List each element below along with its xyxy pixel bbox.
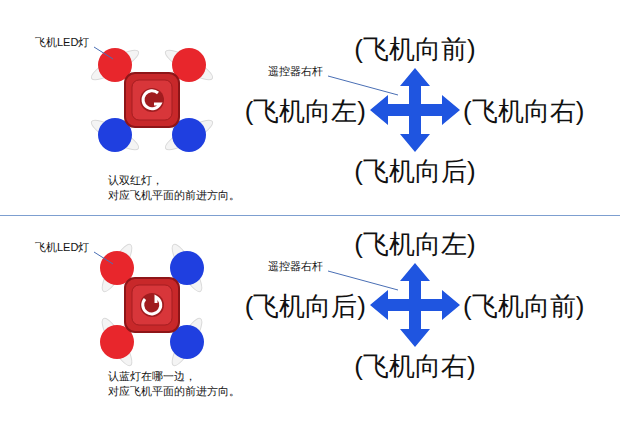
leader-line bbox=[328, 271, 398, 290]
direction-label: (飞机向右) bbox=[463, 96, 584, 126]
direction-label: (飞机向后) bbox=[354, 156, 475, 186]
leader-line bbox=[94, 47, 113, 59]
stick-arrows bbox=[370, 263, 460, 347]
caption-note: 认双红灯， 对应飞机平面的前进方向。 bbox=[108, 173, 258, 203]
divider-line bbox=[0, 215, 620, 216]
leader-line bbox=[328, 76, 398, 95]
drone-figure bbox=[97, 241, 206, 369]
callout-label: 遥控器右杆 bbox=[268, 64, 323, 78]
callout-label: 飞机LED灯 bbox=[35, 240, 89, 254]
direction-label: (飞机向后) bbox=[245, 291, 366, 321]
caption-note: 认蓝灯在哪一边， 对应飞机平面的前进方向。 bbox=[108, 369, 258, 399]
direction-label: (飞机向左) bbox=[245, 96, 366, 126]
stick-arrows bbox=[370, 68, 460, 152]
direction-label: (飞机向右) bbox=[354, 351, 475, 381]
callout-label: 遥控器右杆 bbox=[268, 259, 323, 273]
callout-label: 飞机LED灯 bbox=[35, 35, 89, 49]
direction-label: (飞机向前) bbox=[463, 291, 584, 321]
leader-line bbox=[94, 252, 113, 264]
drone-figure bbox=[88, 45, 216, 154]
direction-label: (飞机向前) bbox=[354, 34, 475, 64]
direction-label: (飞机向左) bbox=[354, 229, 475, 259]
